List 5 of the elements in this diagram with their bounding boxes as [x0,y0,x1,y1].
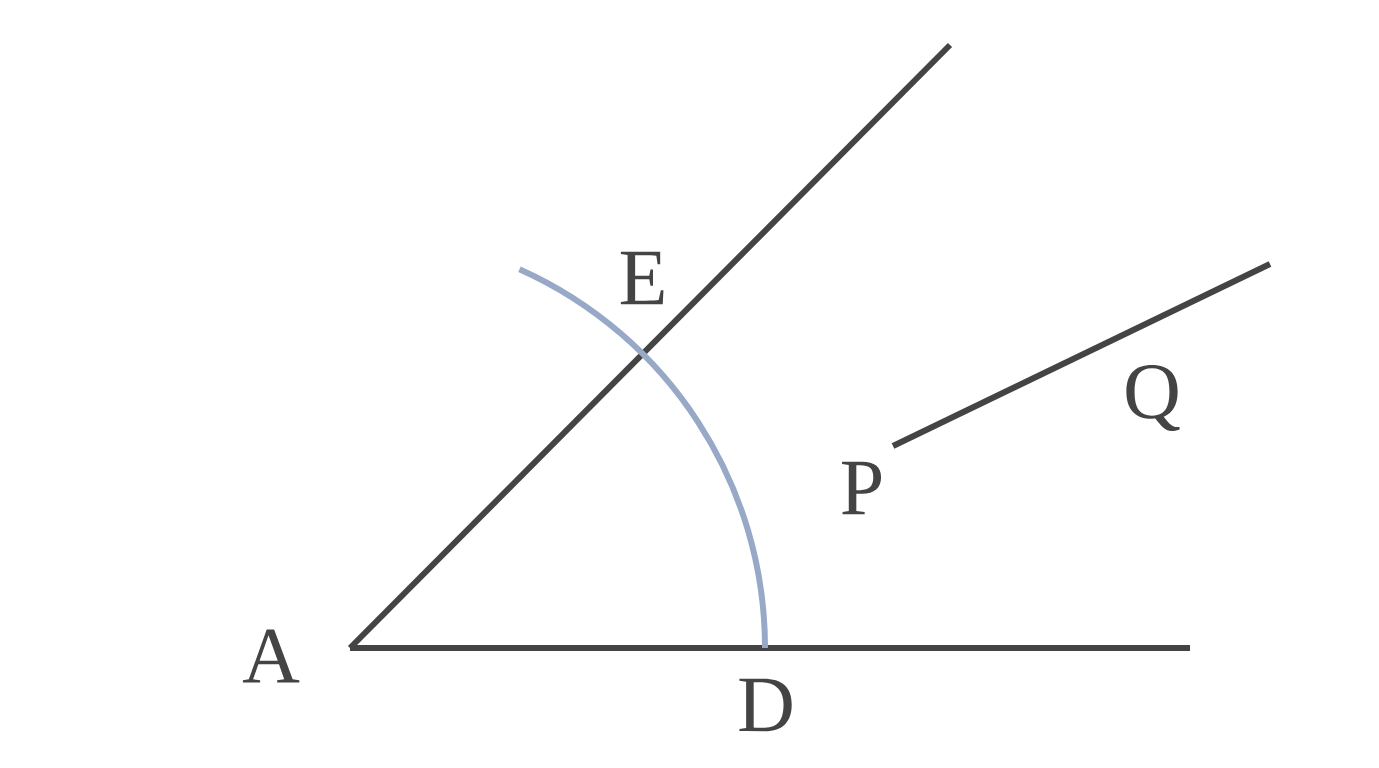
point-label: E [620,251,664,305]
point-label: Q [1126,365,1180,431]
point-label: A [242,629,300,683]
point-label: D [739,678,792,732]
point-label: P [842,461,882,515]
